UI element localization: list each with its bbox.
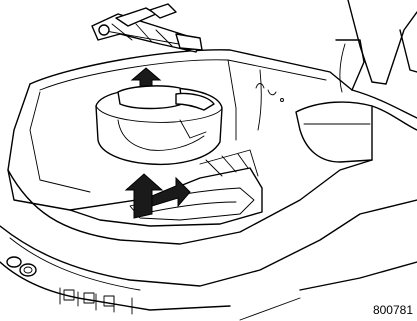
trunk-lid xyxy=(336,0,417,92)
car-body xyxy=(0,50,417,320)
figure-code: 800781 xyxy=(373,303,413,317)
foam-tray-icon xyxy=(96,86,222,164)
lift-arrow-icon xyxy=(126,174,190,218)
scissor-jack-icon xyxy=(92,4,202,52)
